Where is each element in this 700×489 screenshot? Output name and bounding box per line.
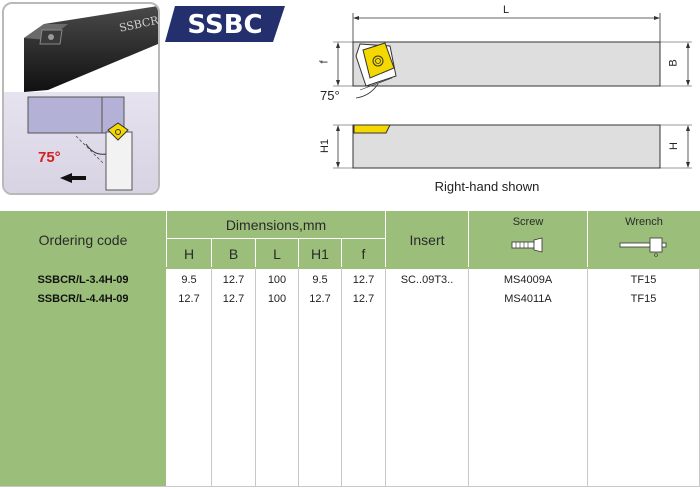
dim-col-l: L (256, 239, 298, 268)
row-2-b: 12.7 (222, 293, 245, 305)
row-2-h1: 12.7 (309, 293, 331, 305)
row-2-code: SSBCR/L-4.4H-09 (37, 293, 129, 305)
grid-line (255, 268, 256, 487)
row-1-screw: MS4009A (503, 274, 553, 286)
insert-shape (107, 122, 129, 141)
row-2-screw: MS4011A (504, 293, 552, 305)
row-1-h1: 9.5 (312, 274, 328, 286)
dim-col-f: f (342, 239, 385, 268)
row-1-f: 12.7 (352, 274, 375, 286)
grid-line (385, 268, 386, 487)
screw-header: Screw (512, 216, 544, 228)
row-2-l: 100 (267, 293, 287, 305)
row-1-insert: SC..09T3.. (400, 274, 454, 286)
insert-side-view (353, 124, 391, 134)
row-1-code: SSBCR/L-3.4H-09 (37, 274, 129, 286)
feed-arrow-icon (60, 173, 72, 183)
grid-line (298, 268, 299, 487)
drawing-angle-label: 75° (320, 88, 340, 103)
length-label: L (503, 4, 510, 16)
side-view (333, 124, 692, 169)
technical-drawing: L f B 75° H1 H Right-hand shown (300, 0, 700, 205)
top-view (333, 13, 692, 99)
grid-line (0, 486, 700, 487)
ordering-code-header: Ordering code (0, 211, 166, 268)
tool-photo (24, 6, 158, 92)
width-label: B (667, 59, 680, 67)
offset-label: f (318, 60, 331, 64)
drawing-caption: Right-hand shown (434, 179, 540, 194)
dimensions-header: Dimensions,mm (167, 211, 385, 238)
grid-line (587, 268, 588, 487)
grid-line (341, 268, 342, 487)
screw-header-cell: Screw (469, 211, 587, 268)
grid-line (211, 268, 212, 487)
spec-table: Ordering code Dimensions,mm H B L H1 f I… (0, 211, 700, 487)
wrench-icon (619, 237, 667, 257)
product-title: SSBC (187, 10, 263, 40)
ordering-code-column: SSBCR/L-3.4H-09 SSBCR/L-4.4H-09 (0, 268, 166, 487)
height-label: H (667, 142, 680, 150)
grid-line (468, 268, 469, 487)
wrench-header: Wrench (625, 216, 663, 228)
row-2-h: 12.7 (178, 293, 200, 305)
photo-angle-label: 75° (38, 149, 61, 166)
title-badge-shape (165, 6, 285, 42)
insert-top-view (362, 42, 395, 79)
wrench-header-cell: Wrench (588, 211, 700, 268)
insert-header: Insert (386, 211, 468, 268)
product-title-badge: SSBC (165, 6, 285, 42)
dim-col-b: B (212, 239, 255, 268)
workpiece-shape (27, 96, 125, 134)
screw-icon (511, 237, 543, 253)
row-1-b: 12.7 (222, 274, 245, 286)
row-2-f: 12.7 (352, 293, 375, 305)
tool-shank-shape (105, 131, 133, 191)
row-2-wrench: TF15 (630, 293, 657, 305)
product-photo-card: SSBCR 75° (2, 2, 160, 195)
row-1-l: 100 (267, 274, 287, 286)
row-1-wrench: TF15 (630, 274, 657, 286)
dim-col-h1: H1 (299, 239, 341, 268)
row-1-h: 9.5 (181, 274, 197, 286)
tool-illustration (4, 6, 158, 193)
dim-col-h: H (167, 239, 211, 268)
h1-label: H1 (319, 138, 332, 154)
holder-body-top (352, 41, 661, 87)
holder-body-side (352, 124, 661, 169)
header-separator (0, 267, 700, 269)
